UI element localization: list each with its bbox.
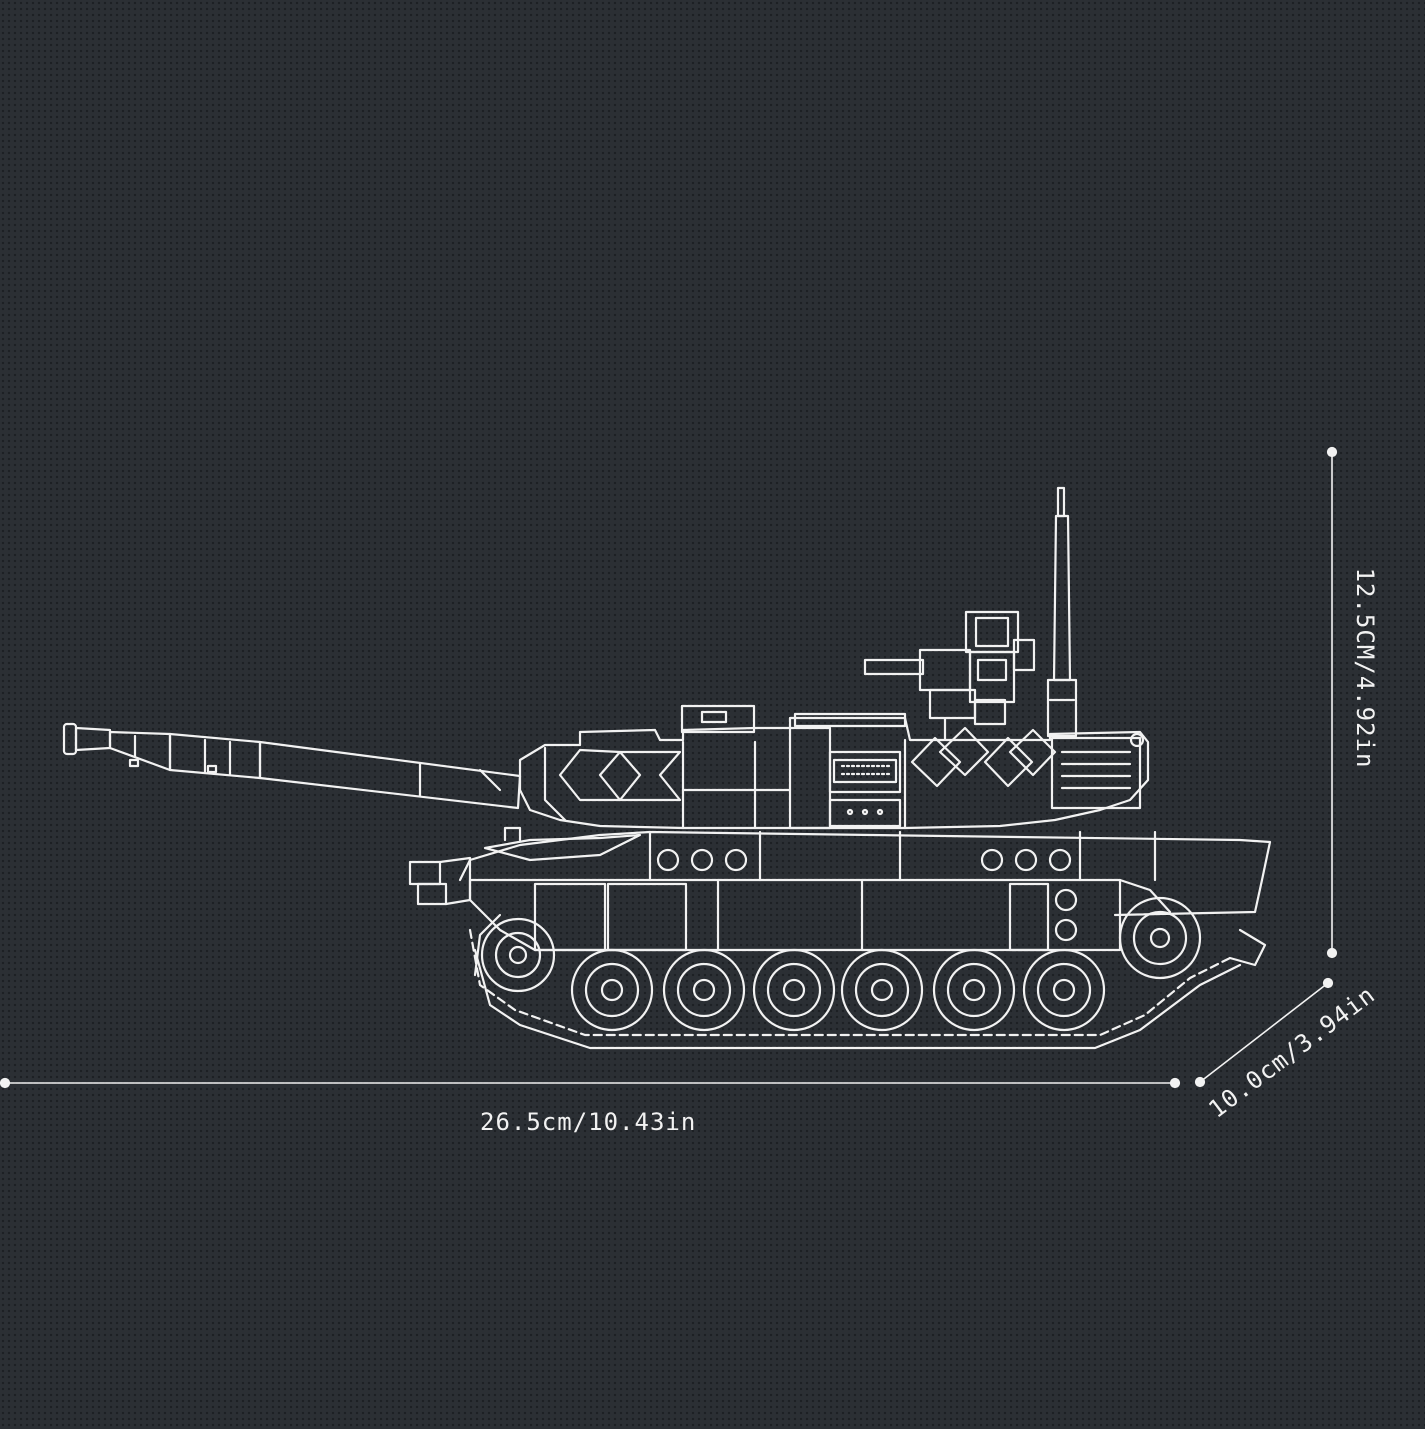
road-wheel xyxy=(1022,948,1106,1032)
hull xyxy=(408,826,1272,952)
width-dimension-line xyxy=(1194,977,1334,1088)
rear-sprocket xyxy=(1118,896,1202,980)
height-label: 12.5CM/4.92in xyxy=(1351,567,1379,769)
road-wheel xyxy=(662,948,746,1032)
road-wheel xyxy=(932,948,1016,1032)
track xyxy=(468,913,1267,1050)
road-wheel xyxy=(570,948,654,1032)
height-dimension-line xyxy=(1326,446,1338,959)
length-dimension-line xyxy=(0,1077,1181,1089)
front-idler xyxy=(480,917,556,993)
road-wheels xyxy=(570,948,1106,1032)
length-label: 26.5cm/10.43in xyxy=(480,1108,697,1136)
gun-barrel xyxy=(62,722,522,810)
turret xyxy=(518,704,1150,830)
road-wheel xyxy=(752,948,836,1032)
antenna xyxy=(1046,486,1078,738)
weapon-station xyxy=(863,610,1036,742)
road-wheel xyxy=(840,948,924,1032)
